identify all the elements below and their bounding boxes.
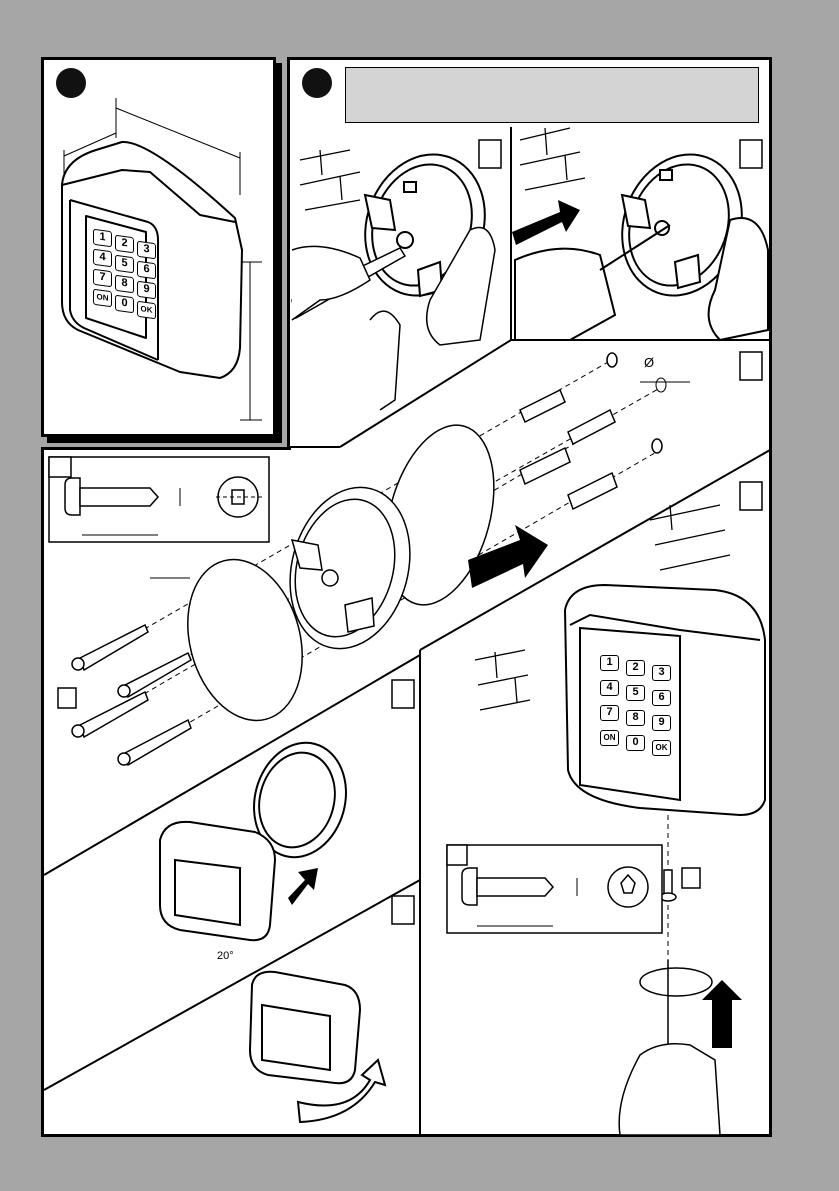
keypad-key: ON xyxy=(600,730,619,746)
keypad-key: 1 xyxy=(600,655,619,671)
keypad-key: 4 xyxy=(600,680,619,696)
keypad-key: 2 xyxy=(626,660,645,676)
keypad-key: 7 xyxy=(600,705,619,721)
angle-label: 20° xyxy=(217,950,234,962)
diameter-label: Ø xyxy=(644,355,654,370)
keypad-key: 0 xyxy=(626,735,645,751)
push-arrow xyxy=(702,980,742,1048)
push-arrow xyxy=(512,200,580,245)
keypad-key: 5 xyxy=(626,685,645,701)
push-arrow xyxy=(288,868,318,905)
keypad-key: 3 xyxy=(652,665,671,681)
keypad-key: 9 xyxy=(652,715,671,731)
keypad-key: 6 xyxy=(652,690,671,706)
keypad-key: OK xyxy=(652,740,671,756)
keypad-key: 8 xyxy=(626,710,645,726)
